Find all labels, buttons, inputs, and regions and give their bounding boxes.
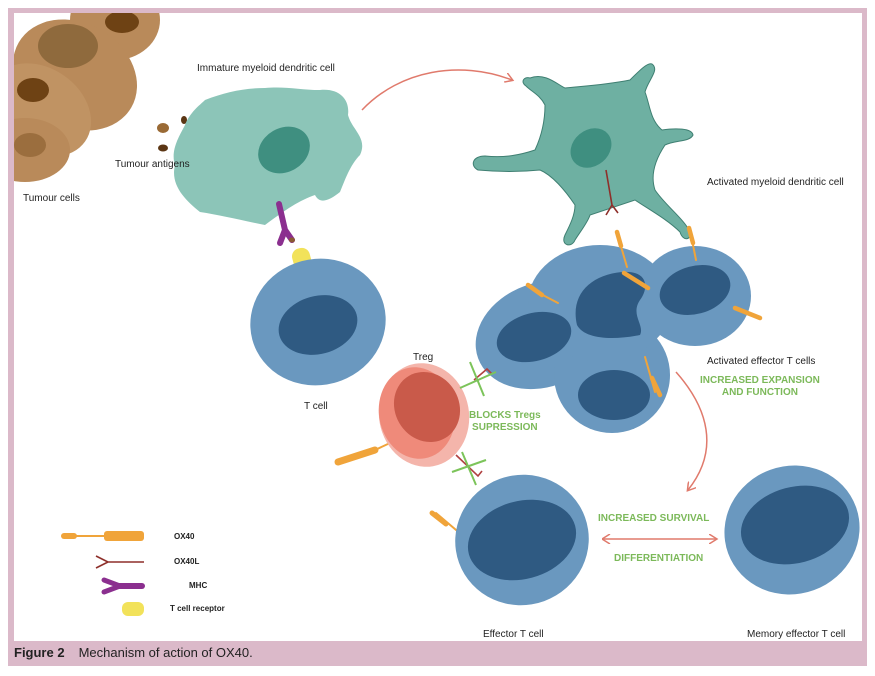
effector-t-cell-label: Effector T cell — [483, 629, 544, 640]
differentiation-arrow — [675, 371, 708, 490]
blocks-line1: BLOCKS Tregs — [469, 410, 541, 421]
tumour-cells-label: Tumour cells — [23, 193, 80, 204]
mhc-icon — [101, 577, 145, 595]
figure-caption: Figure 2 Mechanism of action of OX40. — [14, 645, 253, 660]
legend-ox40-label: OX40 — [174, 532, 195, 541]
activated-effector-t-cells — [475, 245, 751, 433]
activated-dc-label: Activated myeloid dendritic cell — [707, 177, 844, 188]
tumour-antigens-label: Tumour antigens — [115, 159, 190, 170]
mechanism-diagram — [14, 13, 860, 616]
effector-t-cell — [455, 474, 589, 606]
tumour-antigens — [157, 116, 190, 152]
t-cell-label: T cell — [304, 401, 328, 412]
legend-icons — [61, 531, 145, 616]
differentiation-annotation: DIFFERENTIATION — [614, 553, 704, 564]
expansion-annotation: INCREASED EXPANSION AND FUNCTION — [700, 375, 820, 399]
ox40-receptors — [334, 225, 763, 536]
ox40l-ligand-icon — [95, 555, 144, 569]
expansion-line1: INCREASED EXPANSION — [700, 375, 820, 386]
treg-cell — [378, 363, 470, 467]
legend-mhc-label: MHC — [189, 581, 208, 590]
figure-number: Figure 2 — [14, 645, 65, 660]
memory-effector-label: Memory effector T cell — [747, 629, 846, 640]
activation-arrow — [361, 69, 512, 111]
ox40-receptor-icon — [61, 531, 144, 541]
treg-label: Treg — [413, 352, 434, 363]
figure-canvas: Tumour cells Tumour antigens Immature my… — [14, 13, 862, 641]
legend-tcr-label: T cell receptor — [170, 604, 225, 613]
expansion-line2: AND FUNCTION — [721, 387, 798, 398]
activated-effector-label: Activated effector T cells — [707, 356, 816, 367]
blocked-interaction-crosses — [451, 361, 497, 486]
tumour-cells — [14, 13, 160, 182]
t-cell-receptor-icon — [122, 602, 144, 616]
blocks-treg-annotation: BLOCKS Tregs SUPRESSION — [469, 410, 541, 434]
t-cell — [250, 258, 386, 386]
activated-dendritic-cell — [472, 63, 694, 246]
survival-annotation: INCREASED SURVIVAL — [598, 513, 710, 524]
immature-dendritic-cell — [173, 87, 363, 225]
figure-caption-text: Mechanism of action of OX40. — [78, 645, 253, 660]
ox40l-on-dc — [605, 169, 619, 216]
immature-dc-label: Immature myeloid dendritic cell — [197, 63, 335, 74]
blocks-line2: SUPRESSION — [472, 422, 538, 433]
memory-effector-t-cell — [724, 465, 860, 595]
legend-ox40l-label: OX40L — [174, 557, 200, 566]
